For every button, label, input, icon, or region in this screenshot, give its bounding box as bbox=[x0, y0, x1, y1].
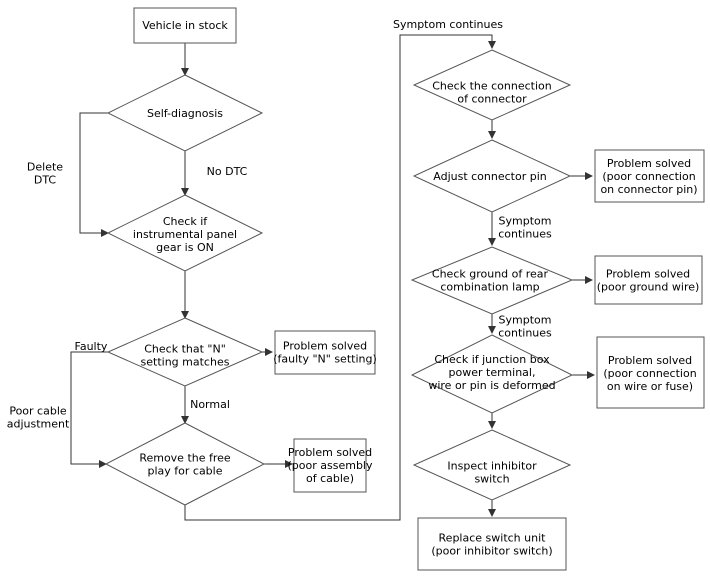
node-check-n-setting-line-1: Check that "N" bbox=[144, 343, 226, 356]
node-check-junction-shape bbox=[410, 334, 574, 414]
node-adjust-pin-line-1: Adjust connector pin bbox=[433, 170, 547, 183]
node-solved-cable-line-2: (poor assembly bbox=[288, 459, 373, 472]
node-solved-cable-box bbox=[293, 438, 367, 493]
node-solved-ground-line-2: (poor ground wire) bbox=[597, 281, 700, 294]
node-solved-ground-line-1: Problem solved bbox=[606, 268, 690, 281]
node-solved-ground-box bbox=[594, 255, 703, 305]
edge-diagnosis-delete-dtc bbox=[79, 112, 109, 237]
node-solved-fuse-line-1: Problem solved bbox=[608, 354, 692, 367]
label-faulty-line-1: Faulty bbox=[75, 340, 108, 353]
node-check-n-setting: Check that "N"setting matches bbox=[141, 343, 230, 369]
node-check-junction-line-2: power terminal, bbox=[449, 366, 536, 379]
node-adjust-pin: Adjust connector pin bbox=[433, 170, 547, 183]
node-check-connection-line-2: of connector bbox=[457, 93, 527, 106]
label-symptom-top-line-1: Symptom continues bbox=[393, 18, 503, 31]
label-symptom-2-line-2: continues bbox=[498, 327, 552, 340]
node-check-ground-line-1: Check ground of rear bbox=[432, 268, 549, 281]
node-check-junction-line-3: wire or pin is deformed bbox=[428, 379, 555, 392]
node-vehicle-in-stock-line-1: Vehicle in stock bbox=[142, 19, 228, 32]
node-solved-cable-line-1: Problem solved bbox=[288, 446, 372, 459]
node-solved-n-setting-box bbox=[274, 330, 376, 375]
node-solved-fuse-line-3: on wire or fuse) bbox=[607, 380, 693, 393]
node-check-panel-gear-shape bbox=[106, 194, 264, 272]
label-poor-cable-line-2: adjustment bbox=[7, 418, 70, 431]
node-check-panel-gear-line-3: gear is ON bbox=[156, 241, 214, 254]
label-symptom-top: Symptom continues bbox=[393, 18, 503, 31]
node-solved-n-setting-line-2: (faulty "N" setting) bbox=[273, 353, 377, 366]
label-no-dtc-line-1: No DTC bbox=[207, 165, 248, 178]
node-solved-pin-line-2: (poor connection bbox=[602, 170, 695, 183]
node-solved-pin-line-3: on connector pin) bbox=[600, 183, 697, 196]
label-normal: Normal bbox=[190, 398, 230, 411]
node-self-diagnosis-line-1: Self-diagnosis bbox=[147, 107, 223, 120]
node-check-connection-shape bbox=[412, 49, 572, 121]
node-check-ground-line-2: combination lamp bbox=[440, 281, 539, 294]
node-check-n-setting-shape bbox=[106, 317, 264, 387]
label-poor-cable-line-1: Poor cable bbox=[9, 405, 67, 418]
node-replace-switch: Replace switch unit(poor inhibitor switc… bbox=[431, 532, 552, 558]
edge-n-check-poor-cable bbox=[70, 351, 108, 468]
node-replace-switch-box bbox=[417, 517, 567, 571]
node-check-junction-line-1: Check if junction box bbox=[434, 353, 550, 366]
node-remove-free-play-line-1: Remove the free bbox=[139, 452, 231, 465]
node-self-diagnosis: Self-diagnosis bbox=[147, 107, 223, 120]
node-solved-pin-box bbox=[594, 149, 705, 203]
node-solved-fuse-line-2: (poor connection bbox=[603, 367, 696, 380]
node-adjust-pin-shape bbox=[412, 139, 572, 213]
node-check-panel-gear-line-1: Check if bbox=[163, 215, 208, 228]
node-inspect-inhibitor-line-2: switch bbox=[474, 473, 509, 486]
node-solved-cable-line-3: of cable) bbox=[306, 472, 354, 485]
label-delete-dtc-line-1: Delete bbox=[27, 161, 63, 174]
node-check-panel-gear-line-2: instrumental panel bbox=[133, 228, 237, 241]
node-remove-free-play-shape bbox=[104, 422, 266, 506]
label-symptom-2-line-1: Symptom bbox=[499, 314, 552, 327]
label-no-dtc: No DTC bbox=[207, 165, 248, 178]
node-remove-free-play-line-2: play for cable bbox=[147, 465, 222, 478]
node-check-connection-line-1: Check the connection bbox=[432, 80, 552, 93]
node-inspect-inhibitor-shape bbox=[412, 429, 572, 501]
node-vehicle-in-stock: Vehicle in stock bbox=[142, 19, 228, 32]
label-faulty: Faulty bbox=[75, 340, 108, 353]
node-vehicle-in-stock-box bbox=[133, 7, 237, 44]
node-self-diagnosis-shape bbox=[106, 74, 264, 152]
label-symptom-1-line-1: Symptom bbox=[499, 215, 552, 228]
node-inspect-inhibitor-line-1: Inspect inhibitor bbox=[447, 460, 537, 473]
label-delete-dtc-line-2: DTC bbox=[34, 174, 57, 187]
node-check-n-setting-line-2: setting matches bbox=[141, 356, 230, 369]
node-replace-switch-line-2: (poor inhibitor switch) bbox=[431, 545, 552, 558]
node-solved-fuse-box bbox=[596, 336, 705, 409]
label-normal-line-1: Normal bbox=[190, 398, 230, 411]
node-solved-ground: Problem solved(poor ground wire) bbox=[597, 268, 700, 294]
node-replace-switch-line-1: Replace switch unit bbox=[439, 532, 547, 545]
node-solved-n-setting: Problem solved(faulty "N" setting) bbox=[273, 340, 377, 366]
edge-free-play-continue bbox=[184, 34, 496, 521]
node-solved-n-setting-line-1: Problem solved bbox=[283, 340, 367, 353]
node-check-ground-shape bbox=[410, 246, 574, 315]
node-solved-pin-line-1: Problem solved bbox=[607, 157, 691, 170]
label-symptom-1-line-2: continues bbox=[498, 228, 552, 241]
